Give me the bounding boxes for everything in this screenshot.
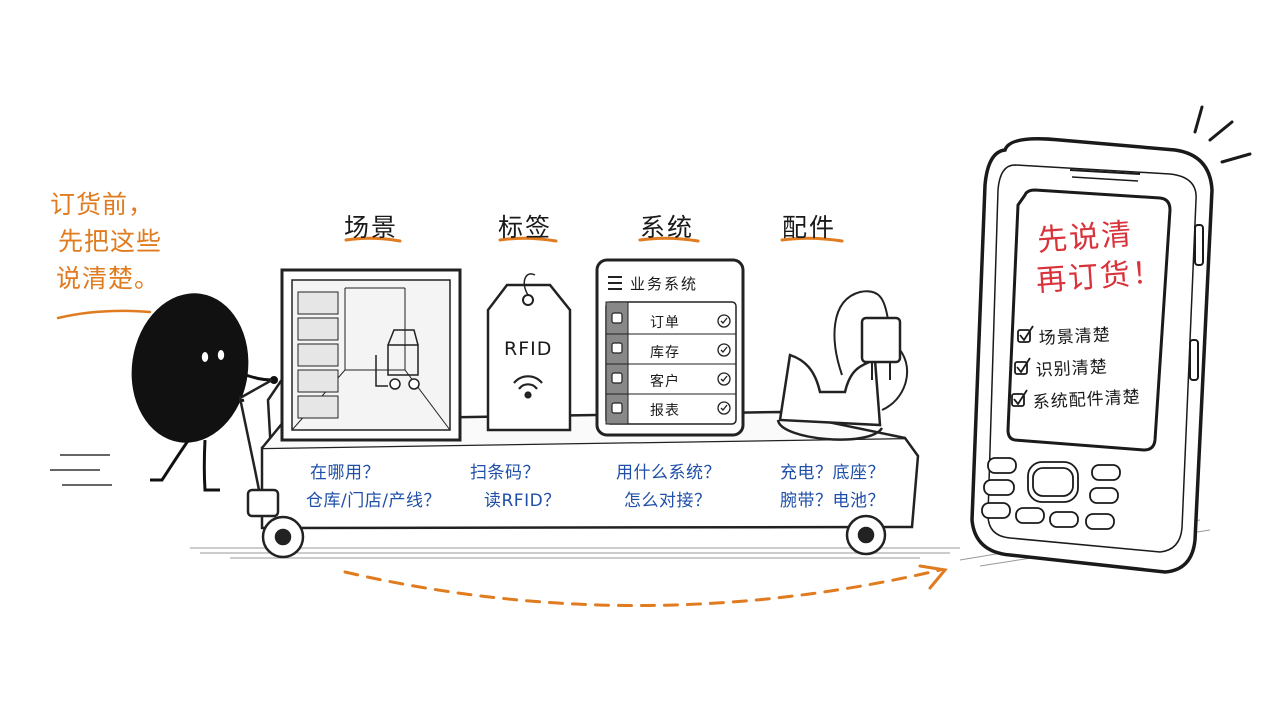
checklist-item-scene: 场景清楚 [1038,325,1112,349]
checklist-item-identify: 识别清楚 [1035,357,1109,381]
questions-tag: 扫条码？ 读RFID？ [470,459,561,515]
system-panel-title: 业务系统 [630,275,699,293]
character [131,293,278,492]
question-tag-2: 读RFID？ [484,491,561,511]
check-circle-icons [717,314,731,415]
system-panel-frame [595,258,745,437]
rfid-label: RFID [504,338,553,360]
rfid-tag [486,273,572,432]
questions-system: 用什么系统？ 怎么对接？ [616,459,721,515]
intro-underline [56,309,152,320]
question-accessory-1: 充电？底座？ [780,463,885,483]
question-tag-1: 扫条码？ [470,463,540,483]
question-scene-2: 仓库/门店/产线？ [306,491,441,511]
system-item-orders: 订单 [650,315,680,331]
intro-line-1: 订货前， [50,190,155,219]
wireless-icon [513,375,543,399]
category-title-accessory: 配件 [782,213,837,242]
charging-cradle [776,290,909,441]
alert-marks [1193,105,1252,164]
questions-scene: 在哪用？ 仓库/门店/产线？ [306,459,441,515]
forklift-icon [375,329,420,390]
category-title-tag: 标签 [498,213,553,242]
question-system-2: 怎么对接？ [624,491,712,511]
intro-line-2: 先把这些 [58,227,163,256]
question-scene-1: 在哪用？ [310,463,380,483]
menu-icon [608,276,622,290]
question-system-1: 用什么系统？ [616,463,721,483]
system-item-customers: 客户 [650,374,680,390]
category-title-system: 系统 [640,213,695,242]
category-underlines [344,236,844,243]
terminal-screen [1006,188,1172,452]
handheld-terminal [970,137,1214,574]
category-title-scene: 场景 [344,213,399,242]
dashed-arrow [343,564,948,607]
warehouse-picture [280,268,462,442]
keypad [981,457,1121,530]
system-item-reports: 报表 [650,403,680,419]
side-buttons [1189,224,1204,381]
checkbox-icons [1011,325,1034,407]
intro-text: 订货前， 先把这些 说清楚。 [50,186,162,297]
system-item-inventory: 库存 [650,345,680,361]
questions-accessory: 充电？底座？ 腕带？电池？ [780,459,885,515]
phone-headline: 先说清 再订货！ [1032,213,1165,302]
intro-line-3: 说清楚。 [56,264,161,293]
motion-lines [50,454,112,486]
question-accessory-2: 腕带？电池？ [780,491,885,511]
